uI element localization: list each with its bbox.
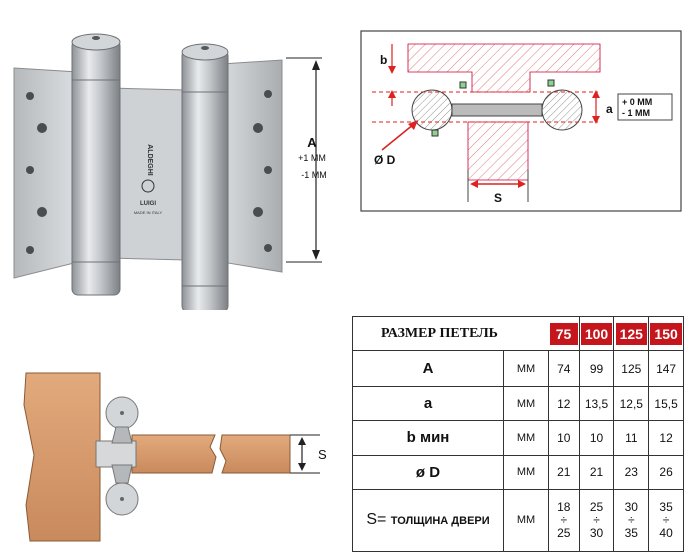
table-row: a MM 12 13,5 12,5 15,5 [352, 386, 684, 422]
value-cell: 21 [548, 454, 580, 490]
range-cell: 30÷35 [613, 488, 650, 553]
door-slab-left [131, 434, 217, 474]
left-barrel-cap [71, 33, 121, 51]
param-cell: S= ТОЛЩИНА ДВЕРИ [352, 488, 504, 553]
thickness-text: ТОЛЩИНА ДВЕРИ [390, 515, 490, 528]
tolerance-plus: + 0 MM [622, 97, 652, 107]
dimension-a-plus: +1 MM [298, 153, 326, 163]
value-cell: 10 [578, 420, 615, 456]
hinge-size-table: РАЗМЕР ПЕТЕЛЬ 75 100 125 150 A MM 74 99 … [352, 315, 684, 553]
unit-cell: MM [503, 454, 549, 490]
right-leaf-screw-holes [253, 90, 272, 252]
value-cell: 12 [548, 386, 580, 422]
unit-cell: MM [503, 420, 549, 456]
thickness-symbol: S= [366, 511, 387, 529]
param-cell: b мин [352, 420, 504, 456]
table-title: РАЗМЕР ПЕТЕЛЬ [352, 315, 549, 352]
hinge-mount-plate [95, 440, 137, 468]
right-barrel-cap [181, 43, 229, 61]
value-cell: 74 [548, 350, 580, 388]
tolerance-minus: - 1 MM [622, 108, 650, 118]
size-cell: 100 [578, 315, 615, 352]
brand-logo-icon [141, 179, 155, 193]
table-row: b мин MM 10 10 11 12 [352, 420, 684, 456]
size-cell: 150 [648, 315, 684, 352]
table-row: A MM 74 99 125 147 [352, 350, 684, 388]
door-frame-post [23, 372, 101, 542]
cs-s-label: S [494, 191, 502, 205]
range-cell: 18÷25 [548, 488, 580, 553]
value-cell: 125 [613, 350, 650, 388]
door-slab-right [219, 434, 291, 474]
table-header-row: РАЗМЕР ПЕТЕЛЬ 75 100 125 150 [352, 315, 684, 352]
size-cell: 125 [613, 315, 650, 352]
value-cell: 147 [648, 350, 684, 388]
door-section [467, 121, 529, 181]
dimension-a-minus: -1 MM [301, 170, 327, 180]
value-cell: 13,5 [578, 386, 615, 422]
brand-bottom-text: LUIGI [140, 201, 156, 207]
cs-diameter-label: Ø D [374, 153, 396, 167]
value-cell: 26 [648, 454, 684, 490]
range-cell: 35÷40 [648, 488, 684, 553]
param-cell: ø D [352, 454, 504, 490]
left-barrel [71, 39, 121, 296]
value-cell: 99 [578, 350, 615, 388]
value-cell: 10 [548, 420, 580, 456]
right-barrel [181, 49, 229, 310]
connecting-plate [451, 103, 543, 117]
param-cell: A [352, 350, 504, 388]
left-knuckle [411, 89, 453, 131]
value-cell: 23 [613, 454, 650, 490]
a-label: a [606, 102, 613, 116]
cross-section-drawing: b a + 0 MM - 1 MM Ø D S [360, 30, 682, 212]
size-badge-125: 125 [615, 322, 647, 345]
right-knuckle [541, 89, 583, 131]
size-badge-150: 150 [650, 322, 682, 345]
value-cell: 21 [578, 454, 615, 490]
made-in-text: MADE IN ITALY [134, 210, 163, 215]
left-hinge-leaf [13, 67, 79, 279]
tolerance-box [617, 93, 673, 121]
brand-top-text: ALDEGHI [146, 144, 153, 176]
value-cell: 11 [613, 420, 650, 456]
dimension-a-label: A [307, 135, 317, 150]
value-cell: 15,5 [648, 386, 684, 422]
unit-cell: MM [503, 386, 549, 422]
value-cell: 12,5 [613, 386, 650, 422]
size-badge-100: 100 [580, 322, 613, 345]
unit-cell: MM [503, 350, 549, 388]
table-row: ø D MM 21 21 23 26 [352, 454, 684, 490]
door-s-label: S [318, 447, 327, 462]
param-cell: a [352, 386, 504, 422]
left-leaf-screw-holes [26, 92, 47, 254]
right-hinge-leaf [221, 59, 283, 273]
hinge-illustration: ALDEGHI LUIGI MADE IN ITALY A +1 MM -1 M… [13, 33, 327, 310]
table-row-thickness: S= ТОЛЩИНА ДВЕРИ MM 18÷25 25÷30 30÷35 35… [352, 488, 684, 553]
range-cell: 25÷30 [578, 488, 615, 553]
b-label: b [380, 53, 387, 67]
value-cell: 12 [648, 420, 684, 456]
size-cell: 75 [548, 315, 580, 352]
unit-cell: MM [503, 488, 549, 553]
size-badge-75: 75 [549, 322, 578, 345]
door-mounting-illustration: S [23, 372, 327, 542]
